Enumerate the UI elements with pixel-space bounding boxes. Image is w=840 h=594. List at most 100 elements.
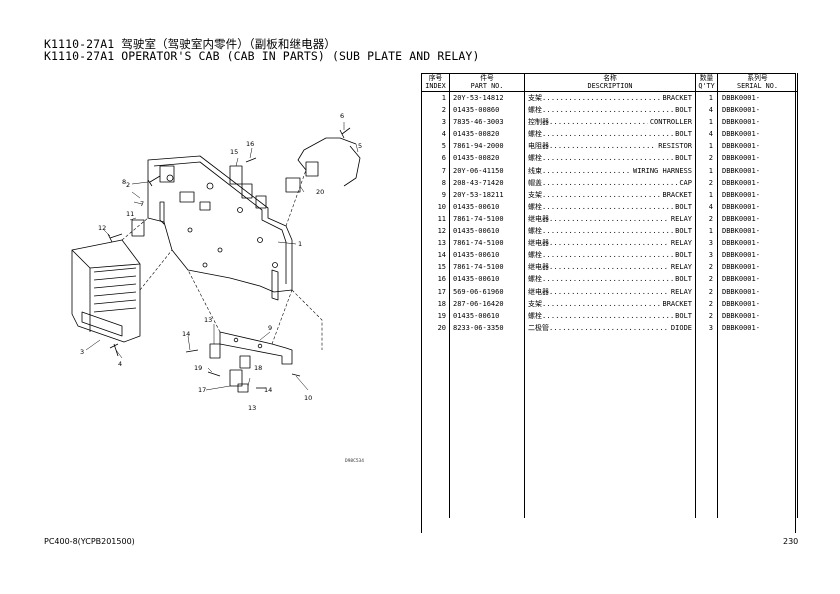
row-description-zh: 继电器 [528,239,549,248]
row-quantity: 2 [695,176,718,189]
row-quantity: 1 [695,91,718,105]
row-description: 螺栓BOLT [524,200,696,213]
row-part-number: 01435-00820 [449,128,525,141]
row-description-en: BOLT [675,251,692,260]
row-description: 螺栓 BOLT [524,249,696,262]
row-part-number: 20Y-06-41150 [449,164,525,177]
leader-dots [549,140,656,152]
row-description-zh: 螺栓 [528,251,542,260]
callout-3: 3 [80,348,84,356]
row-description: 支架BRACKET [524,91,696,105]
row-description: 线束WIRING HARNESS [524,164,696,177]
relay-15 [229,165,243,185]
row-part-number: 01435-00610 [449,200,525,213]
row-quantity: 1 [695,116,718,129]
resistor-5 [305,161,319,177]
row-index: 19 [421,309,450,322]
row-part-number: 01435-00610 [449,225,525,238]
callout-19: 19 [194,364,202,372]
diode-20 [285,177,301,193]
row-serial: DBBK0001- [717,249,798,262]
row-quantity: 3 [695,321,718,334]
leader-dots [542,225,673,237]
row-description-en: BRACKET [662,190,692,199]
row-part-number: 01435-00610 [449,273,525,286]
row-description-en: DIODE [670,323,692,332]
row-description-zh: 继电器 [528,287,549,296]
callout-1: 1 [298,240,302,248]
relay-13 [209,343,221,359]
header-index-en: INDEX [421,82,450,92]
page-number: 230 [783,537,799,546]
leader-dots [549,286,669,298]
relay-17 [229,369,243,387]
row-quantity: 4 [695,104,718,117]
row-quantity: 1 [695,140,718,153]
row-index: 20 [421,321,450,334]
leader-dots [549,261,669,273]
row-quantity: 2 [695,309,718,322]
row-index: 12 [421,225,450,238]
row-part-number: 7861-74-5100 [449,212,525,226]
row-serial: DBBK0001- [717,116,798,129]
bolt-2 [147,175,161,187]
callout-5: 5 [358,142,362,150]
row-serial: DBBK0001- [717,285,798,298]
row-description-zh: 螺栓 [528,130,542,139]
leader-dots [542,92,660,104]
row-quantity: 2 [695,152,718,165]
row-description: 继电器 RELAY [524,237,696,250]
callout-12: 12 [98,224,106,232]
row-description-zh: 螺栓 [528,106,542,115]
row-part-number: 20Y-53-14812 [449,91,525,105]
row-quantity: 1 [695,164,718,177]
leader-dots [542,189,660,201]
row-description-en: WIRING HARNESS [632,166,692,175]
bolt-14 [185,349,199,353]
row-serial: DBBK0001- [717,152,798,165]
bolt-12 [107,233,123,243]
row-part-number: 7861-74-5100 [449,261,525,274]
row-description-zh: 支架 [528,299,542,308]
row-index: 15 [421,261,450,274]
leader-dots [542,128,673,140]
row-description-en: BOLT [675,154,692,163]
row-quantity: 2 [695,273,718,286]
callout-6: 6 [340,112,344,120]
row-serial: DBBK0001- [717,176,798,189]
header-qty-en: Q'TY [695,82,718,92]
leader-dots [542,310,673,322]
row-description: 螺栓BOLT [524,273,696,286]
row-part-number: 01435-00820 [449,152,525,165]
row-description: 螺栓BOLT [524,128,696,141]
row-index: 14 [421,249,450,262]
row-description: 螺栓BOLT [524,152,696,165]
page-title-chinese: K1110-27A1 驾驶室（驾驶室内零件）（副板和继电器） [44,37,336,51]
leader-dots [542,298,660,310]
controller-body [71,239,141,343]
callout-14: 14 [182,330,190,338]
row-description-zh: 继电器 [528,263,549,272]
row-description: 电阻器RESISTOR [524,140,696,153]
row-description-zh: 二极管 [528,323,549,332]
callout-15: 15 [230,148,238,156]
row-description: 二极管 DIODE [524,321,696,334]
row-part-number: 7861-74-5100 [449,237,525,250]
callout-13: 13 [204,316,212,324]
row-description-en: RELAY [670,239,692,248]
header-serial-zh: 系列号 [717,73,798,82]
row-quantity: 2 [695,261,718,274]
callout-20: 20 [316,188,324,196]
row-serial: DBBK0001- [717,164,798,177]
row-description-en: RELAY [670,287,692,296]
